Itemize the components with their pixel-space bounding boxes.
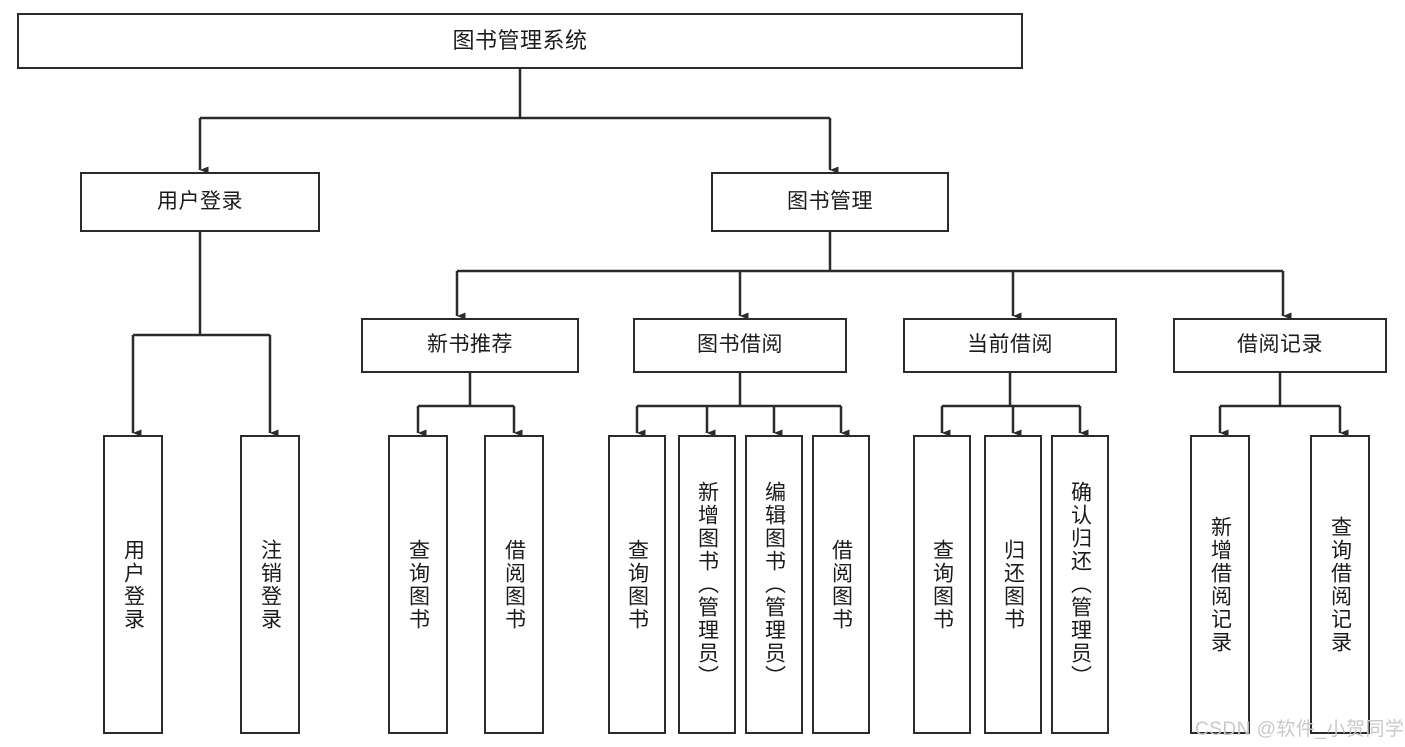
node-label: 用户登录 xyxy=(157,189,243,213)
node-leaf-add-borrow-record[interactable]: 新增借阅记录 xyxy=(1190,435,1250,734)
node-book-borrow[interactable]: 图书借阅 xyxy=(633,318,847,373)
node-label: 注销登录 xyxy=(258,538,282,631)
node-label: 编辑图书（管理员） xyxy=(762,481,786,688)
node-label: 图书管理系统 xyxy=(452,28,588,54)
node-label: 查询图书 xyxy=(406,538,430,631)
node-current-borrow[interactable]: 当前借阅 xyxy=(903,318,1117,373)
node-label: 新书推荐 xyxy=(427,333,513,357)
node-label: 新增借阅记录 xyxy=(1208,515,1232,654)
node-label: 确认归还（管理员） xyxy=(1068,481,1092,688)
node-leaf-query-borrow-record[interactable]: 查询借阅记录 xyxy=(1310,435,1370,734)
node-leaf-query-book-2[interactable]: 查询图书 xyxy=(608,435,666,734)
node-leaf-edit-book[interactable]: 编辑图书（管理员） xyxy=(745,435,803,734)
node-label: 用户登录 xyxy=(121,538,145,631)
node-book-management[interactable]: 图书管理 xyxy=(711,172,949,232)
node-label: 查询借阅记录 xyxy=(1328,515,1352,654)
node-leaf-user-login[interactable]: 用户登录 xyxy=(103,435,163,734)
node-label: 借阅图书 xyxy=(502,538,526,631)
node-leaf-query-book-3[interactable]: 查询图书 xyxy=(913,435,971,734)
node-user-login[interactable]: 用户登录 xyxy=(80,172,320,232)
node-label: 图书借阅 xyxy=(697,333,783,357)
node-root[interactable]: 图书管理系统 xyxy=(17,13,1023,69)
node-label: 借阅图书 xyxy=(829,538,853,631)
node-leaf-user-logout[interactable]: 注销登录 xyxy=(240,435,300,734)
node-leaf-confirm-return[interactable]: 确认归还（管理员） xyxy=(1051,435,1109,734)
node-label: 当前借阅 xyxy=(967,333,1053,357)
watermark-label: CSDN @软件_小贺同学 xyxy=(1195,719,1405,740)
node-leaf-borrow-book-1[interactable]: 借阅图书 xyxy=(484,435,544,734)
node-leaf-add-book[interactable]: 新增图书（管理员） xyxy=(678,435,736,734)
node-label: 归还图书 xyxy=(1001,538,1025,631)
node-leaf-borrow-book-2[interactable]: 借阅图书 xyxy=(812,435,870,734)
node-leaf-query-book-1[interactable]: 查询图书 xyxy=(388,435,448,734)
node-label: 图书管理 xyxy=(787,189,873,213)
node-label: 查询图书 xyxy=(930,538,954,631)
node-leaf-return-book[interactable]: 归还图书 xyxy=(984,435,1042,734)
node-label: 新增图书（管理员） xyxy=(695,481,719,688)
node-borrow-record[interactable]: 借阅记录 xyxy=(1173,318,1387,373)
connector-lines xyxy=(131,69,1349,437)
node-label: 借阅记录 xyxy=(1237,333,1323,357)
node-label: 查询图书 xyxy=(625,538,649,631)
node-new-book-recommend[interactable]: 新书推荐 xyxy=(361,318,579,373)
